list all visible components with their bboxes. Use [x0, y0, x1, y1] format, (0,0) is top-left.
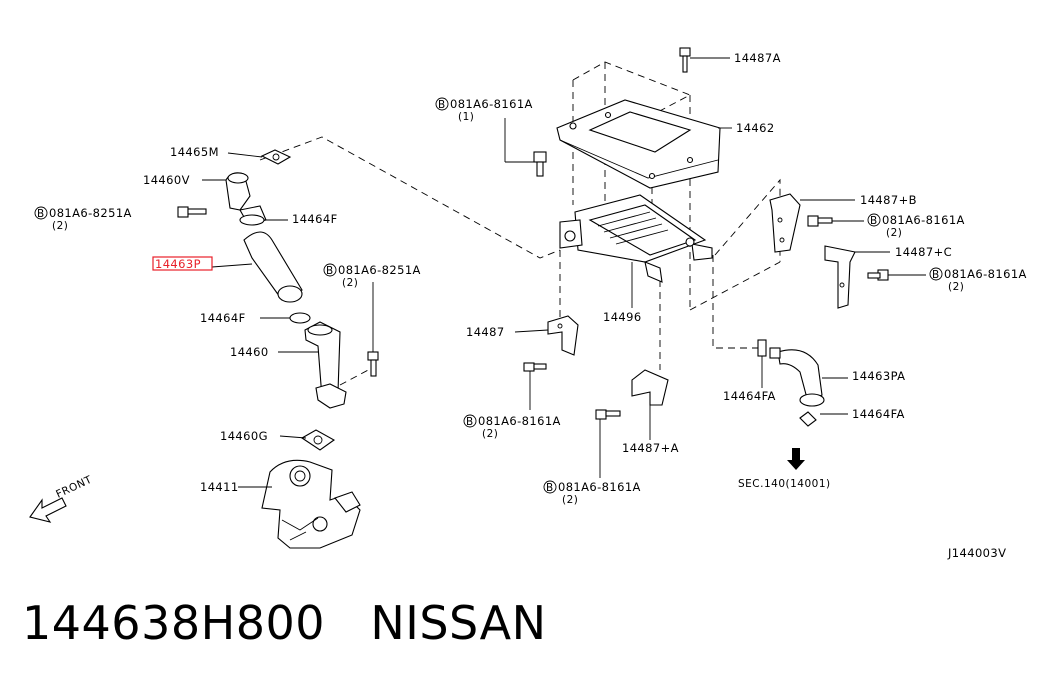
svg-text:B: B	[438, 99, 446, 111]
svg-text:081A6-8161A: 081A6-8161A	[478, 414, 561, 428]
callout-sec140: SEC.140(14001)	[738, 478, 831, 490]
svg-text:B: B	[546, 482, 554, 494]
callout-14464F-top: 14464F	[292, 212, 338, 226]
part-caption: 144638H800 NISSAN	[22, 596, 546, 650]
callout-14465M: 14465M	[170, 145, 219, 159]
front-arrow: FRONT	[29, 474, 94, 523]
callout-081A6-8161A-low2: B 081A6-8161A (2)	[543, 480, 641, 506]
callout-081A6-8251A-left: B 081A6-8251A (2)	[34, 206, 132, 232]
callout-081A6-8161A-r2: B 081A6-8161A (2)	[929, 267, 1027, 293]
svg-text:B: B	[37, 208, 45, 220]
svg-text:081A6-8161A: 081A6-8161A	[450, 97, 533, 111]
callout-14460G: 14460G	[220, 429, 268, 443]
svg-text:(2): (2)	[342, 277, 358, 289]
hose-14463PA	[757, 339, 848, 470]
bolt-left	[177, 206, 207, 218]
svg-text:(2): (2)	[886, 227, 902, 239]
callout-14487plusC: 14487+C	[895, 245, 952, 259]
front-label: FRONT	[54, 474, 94, 501]
callout-14411: 14411	[200, 480, 239, 494]
svg-text:(2): (2)	[948, 281, 964, 293]
callout-14464FA-right: 14464FA	[852, 407, 905, 421]
intercooler-14496	[559, 194, 713, 308]
diagram-id: J144003V	[947, 546, 1006, 560]
callout-081A6-8161A-r1: B 081A6-8161A (2)	[867, 213, 965, 239]
parts-diagram: FRONT 14487A B 081A6-8161A (1) 14462 144…	[29, 47, 1027, 560]
brand-name: NISSAN	[370, 596, 547, 650]
clamp-14464F-top	[239, 214, 288, 226]
callout-14462: 14462	[736, 121, 775, 135]
bolt-mid	[367, 282, 379, 377]
svg-text:081A6-8161A: 081A6-8161A	[944, 267, 1027, 281]
bolt-top-left	[504, 118, 547, 177]
callout-081A6-8251A-mid: B 081A6-8251A (2)	[323, 263, 421, 289]
callout-14464FA-left: 14464FA	[723, 389, 776, 403]
callout-14496: 14496	[603, 310, 642, 324]
lower-pipe-14460	[278, 321, 347, 409]
callout-14487plusA: 14487+A	[622, 441, 679, 455]
bracket-14487plusA	[595, 369, 669, 478]
callout-14460V: 14460V	[143, 173, 190, 187]
svg-text:B: B	[326, 265, 334, 277]
callout-081A6-8161A-top: B 081A6-8161A (1)	[435, 97, 533, 123]
callout-14487A: 14487A	[734, 51, 781, 65]
hose-14463P	[211, 231, 303, 303]
gasket-14460G	[279, 429, 336, 451]
svg-text:B: B	[466, 416, 474, 428]
clamp-14464F-mid	[260, 312, 311, 324]
svg-text:(2): (2)	[482, 428, 498, 440]
callout-14487: 14487	[466, 325, 505, 339]
bracket-14487plusC	[824, 245, 926, 309]
svg-text:B: B	[870, 215, 878, 227]
bolt-14487A	[679, 47, 730, 73]
svg-text:14463P: 14463P	[155, 257, 201, 271]
callout-labels: 14487A B 081A6-8161A (1) 14462 14465M 14…	[34, 51, 1027, 560]
callout-14464F-mid: 14464F	[200, 311, 246, 325]
callout-14487plusB: 14487+B	[860, 193, 917, 207]
svg-text:B: B	[932, 269, 940, 281]
svg-text:(1): (1)	[458, 111, 474, 123]
callout-081A6-8161A-low1: B 081A6-8161A (2)	[463, 414, 561, 440]
callout-14463PA: 14463PA	[852, 369, 905, 383]
svg-text:081A6-8251A: 081A6-8251A	[49, 206, 132, 220]
svg-text:(2): (2)	[562, 494, 578, 506]
heat-shield-14462	[556, 99, 732, 189]
svg-text:081A6-8161A: 081A6-8161A	[882, 213, 965, 227]
svg-text:(2): (2)	[52, 220, 68, 232]
bracket-14487plusB	[769, 193, 864, 253]
part-number: 144638H800	[22, 596, 325, 650]
callout-14460: 14460	[230, 345, 269, 359]
gasket-14465M	[227, 149, 292, 165]
callout-14463P: 14463P	[152, 256, 213, 271]
svg-text:081A6-8161A: 081A6-8161A	[558, 480, 641, 494]
svg-text:081A6-8251A: 081A6-8251A	[338, 263, 421, 277]
turbocharger-14411	[238, 459, 361, 549]
bracket-14487	[514, 315, 579, 410]
